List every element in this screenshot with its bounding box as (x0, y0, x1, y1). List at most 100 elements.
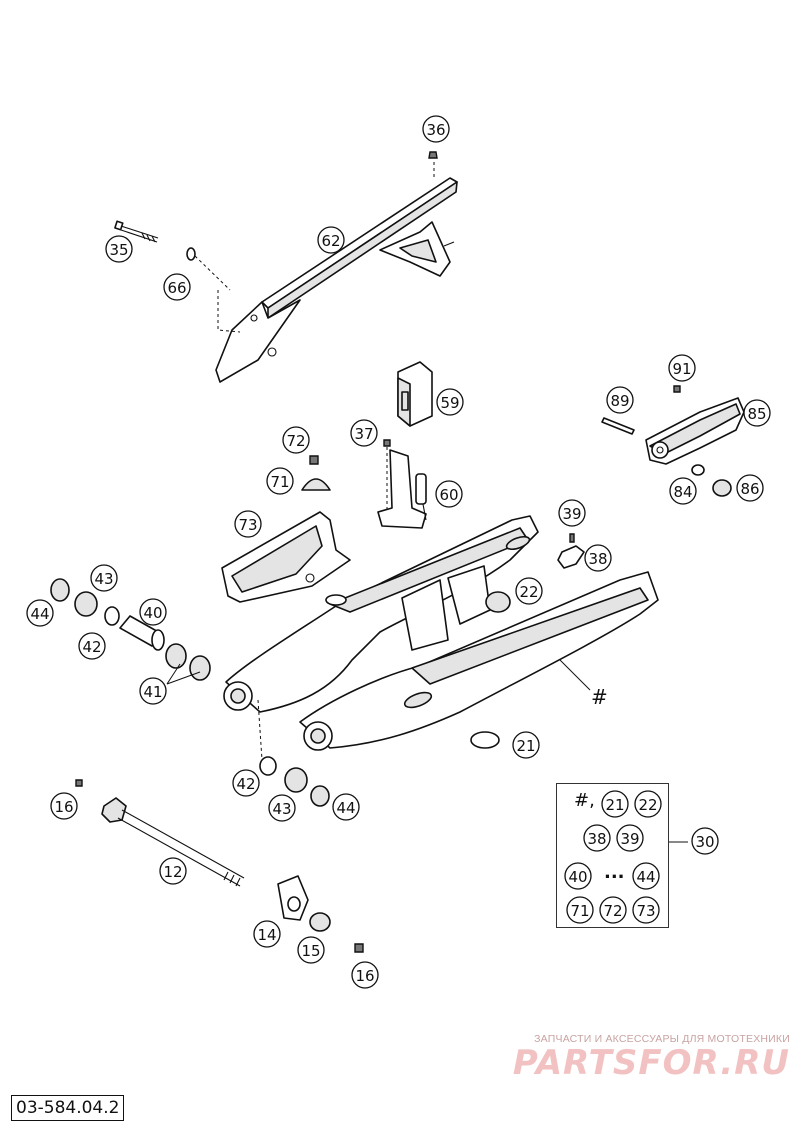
callout-label: 44 (336, 799, 355, 817)
leader-lines (166, 241, 688, 843)
callout-label: 14 (257, 926, 276, 944)
callout-label: 41 (143, 683, 162, 701)
callout-bubble: 41 (139, 677, 167, 705)
callout-bubble: 71 (266, 467, 294, 495)
kit-box (556, 783, 669, 928)
callout-label: 15 (301, 942, 320, 960)
bolt-part (428, 151, 438, 159)
callout-circle (743, 399, 771, 427)
callout-label: 71 (570, 902, 589, 920)
callout-label: 84 (673, 483, 692, 501)
callout-circle (583, 824, 611, 852)
nut-part (75, 779, 83, 787)
callout-label: 21 (516, 737, 535, 755)
callout-circle (668, 354, 696, 382)
callout-circle (139, 677, 167, 705)
screw-part (114, 220, 159, 243)
callout-bubble: 62 (317, 226, 345, 254)
callout-label: 73 (238, 516, 257, 534)
callout-label: 38 (587, 830, 606, 848)
callout-bubble: 39 (616, 824, 644, 852)
callout-circle (515, 577, 543, 605)
callout-label: 44 (636, 868, 655, 886)
callout-circle (253, 920, 281, 948)
callout-bubble: 60 (435, 480, 463, 508)
callout-circle (78, 632, 106, 660)
bracket-part (377, 449, 427, 529)
callout-circle (234, 510, 262, 538)
callout-label: 72 (603, 902, 622, 920)
callout-circle (512, 731, 540, 759)
callout-label: 39 (562, 505, 581, 523)
callout-label: 39 (620, 830, 639, 848)
callout-circle (26, 599, 54, 627)
callout-circle (599, 896, 627, 924)
diagram-code: 03-584.04.2 (11, 1095, 125, 1121)
callout-bubble: 72 (282, 426, 310, 454)
axle-plate-part (277, 875, 309, 921)
callout-label: 62 (321, 232, 340, 250)
callout-circle (584, 544, 612, 572)
callout-label: 60 (439, 486, 458, 504)
callout-bubble: 44 (26, 599, 54, 627)
callout-circle (566, 896, 594, 924)
callout-label: 16 (355, 967, 374, 985)
callout-bubble: 36 (422, 115, 450, 143)
callout-circle (105, 235, 133, 263)
callout-label: 35 (109, 241, 128, 259)
chain-guide-part (215, 177, 458, 383)
kit-hash-label: #, (574, 790, 595, 811)
callout-label: 91 (672, 360, 691, 378)
cap-part (354, 943, 364, 953)
callout-bubble: 22 (634, 790, 662, 818)
callout-circle (564, 862, 592, 890)
clip-part (557, 545, 585, 569)
callout-circle (317, 226, 345, 254)
callout-label: 73 (636, 902, 655, 920)
callout-bubble: 38 (583, 824, 611, 852)
callout-circle (632, 862, 660, 890)
callout-bubble: 43 (268, 794, 296, 822)
callout-bubble: 16 (351, 961, 379, 989)
callout-circle (297, 936, 325, 964)
callout-bubble: 72 (599, 896, 627, 924)
callout-label: 42 (236, 775, 255, 793)
callout-circle (163, 273, 191, 301)
callout-bubble: 42 (232, 769, 260, 797)
nut-part (712, 479, 732, 497)
callout-circle (601, 790, 629, 818)
callout-label: 40 (143, 604, 162, 622)
callout-circle (632, 896, 660, 924)
watermark-logo: PARTSFOR.RU (512, 1043, 790, 1083)
callout-circle (435, 480, 463, 508)
callout-bubble: 15 (297, 936, 325, 964)
callout-label: 16 (54, 798, 73, 816)
callout-circle (282, 426, 310, 454)
callout-label: 86 (740, 480, 759, 498)
callout-bubble: 89 (606, 386, 634, 414)
callout-circle (558, 499, 586, 527)
callout-bubble: 73 (632, 896, 660, 924)
callout-circle (606, 386, 634, 414)
callout-label: 43 (272, 800, 291, 818)
callout-label: 22 (519, 583, 538, 601)
callout-circle (436, 388, 464, 416)
bolt-part (383, 439, 391, 447)
callout-label: 38 (588, 550, 607, 568)
bearing-part (485, 591, 511, 613)
callout-circle (691, 827, 719, 855)
bolt-part (601, 417, 635, 435)
callout-circle (90, 564, 118, 592)
callout-bubble: 59 (436, 388, 464, 416)
block-part (397, 361, 433, 427)
callout-label: 71 (270, 473, 289, 491)
callout-label: 66 (167, 279, 186, 297)
callout-bubble: 22 (515, 577, 543, 605)
callout-bubble: 21 (512, 731, 540, 759)
callout-bubble: 71 (566, 896, 594, 924)
screw-part (569, 533, 575, 543)
callout-bubble: 37 (350, 419, 378, 447)
callout-circle (139, 598, 167, 626)
callout-circle (616, 824, 644, 852)
